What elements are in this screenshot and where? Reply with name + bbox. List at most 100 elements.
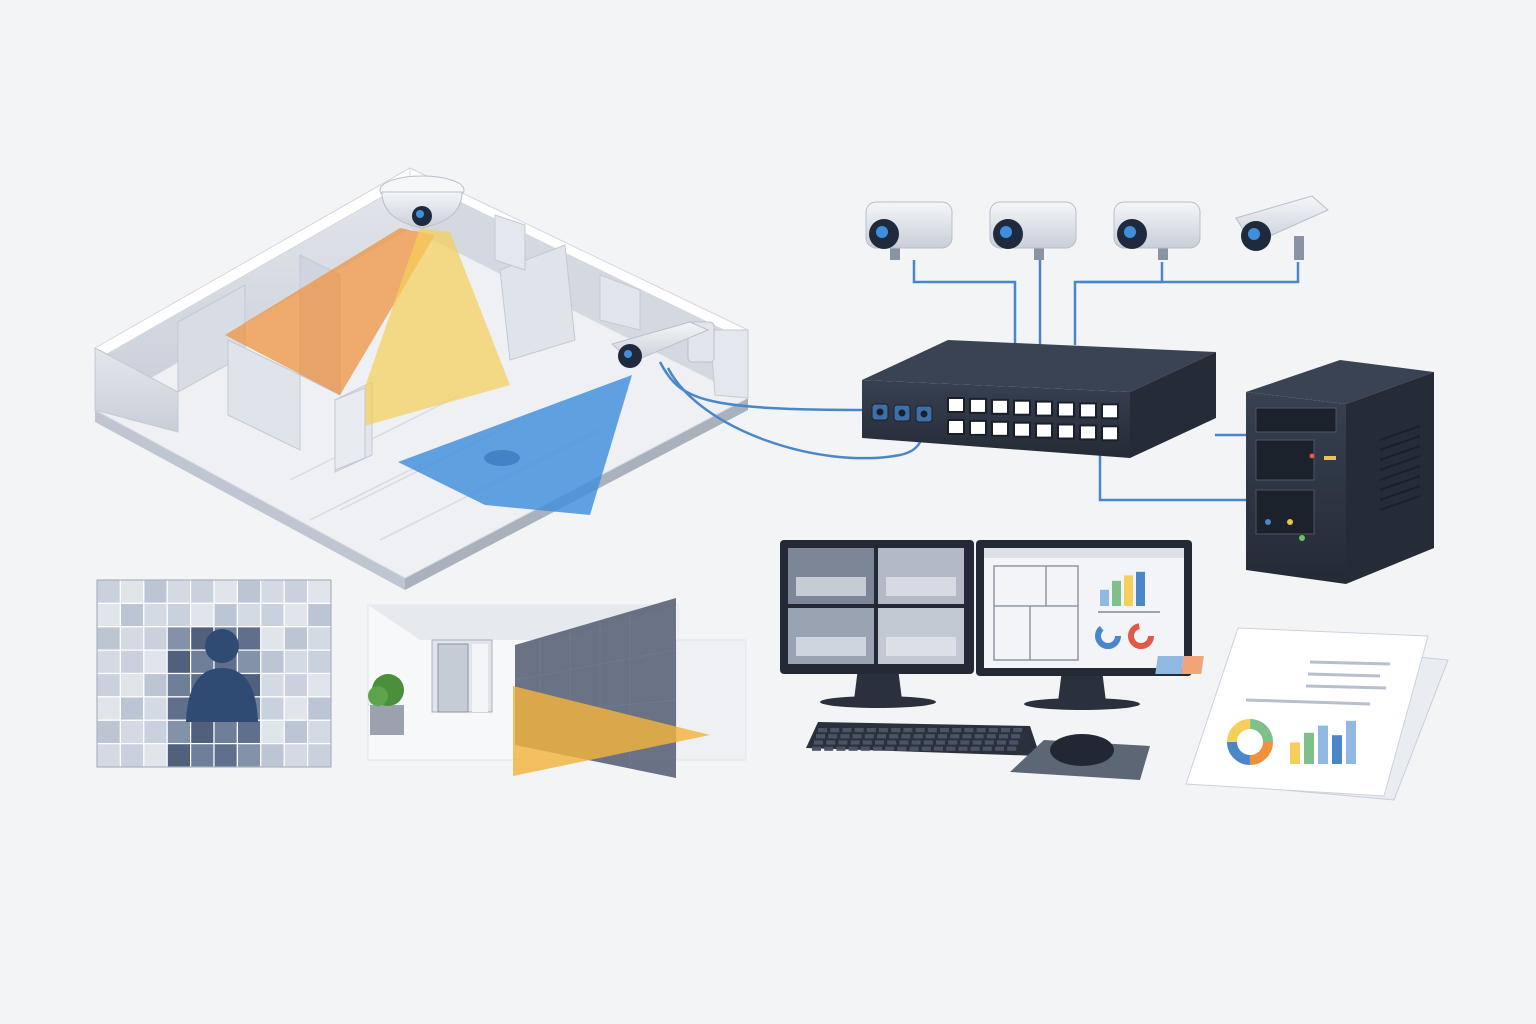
key [854,728,864,733]
mask-pixel [96,743,121,768]
switch-port [1057,423,1075,440]
monitor-base [1024,698,1140,710]
monitor-stand [1058,670,1106,702]
switch-port [1101,425,1119,442]
report-document-icon [1155,656,1391,706]
key [938,734,947,739]
cable-cam4 [1080,262,1300,284]
dashboard-titlebar [984,548,1184,558]
server-vent [1379,425,1421,511]
uplink-port-jack [920,410,928,418]
key [962,734,972,739]
key [875,740,884,745]
report-pie [1227,719,1273,765]
dashboard-pies [1095,623,1154,649]
mask-pixel [260,579,285,604]
key [970,746,980,751]
planter [370,705,404,735]
mask-pixel [213,743,238,768]
mask-pixel [96,579,121,604]
mask-pixel [143,602,168,628]
mask-pixel [96,602,121,628]
cable-cam3 [1073,262,1164,345]
mask-pixel [143,579,168,604]
mask-pixel [260,626,285,651]
key [946,746,956,751]
camera-1[interactable] [865,201,953,260]
mask-pixel [119,649,145,675]
network-switch[interactable] [862,0,1216,458]
left-monitor[interactable] [780,540,974,708]
key [1013,728,1023,733]
video-grid-icon [788,548,964,664]
switch-port [1079,424,1097,441]
key [972,740,982,745]
report-bar [1346,720,1356,764]
key [950,734,960,739]
key [903,728,913,733]
partition-5 [499,244,576,361]
bullet-lens-glint [624,350,632,358]
key [814,740,823,745]
mask-pixel [236,602,262,628]
mask-pixel [283,649,309,675]
right-monitor[interactable] [976,540,1192,710]
uplink-port-jack [876,408,884,416]
key [816,734,825,739]
report-pie-slice [1227,719,1273,765]
coverage-cone-blue [398,375,632,515]
report-bar [1332,735,1342,764]
switch-port [969,419,987,436]
camera-4[interactable] [1235,195,1329,260]
coverage-cone-yellow [350,228,510,430]
partition-8 [494,214,526,271]
switch-port [947,397,965,413]
mask-pixel [283,579,309,604]
mask-pixel [119,579,145,604]
mask-pixel [143,626,168,651]
mask-pixel [119,719,145,745]
partition-6 [599,274,641,331]
mask-pixel [236,743,262,768]
key [958,746,968,751]
report-document[interactable] [1155,627,1449,801]
mask-pixel [283,743,309,768]
mask-pixel [307,626,332,651]
server-tower[interactable] [1246,360,1434,584]
key [848,746,858,751]
cable-cam1 [912,260,1017,345]
camera-3[interactable] [1113,201,1201,260]
mask-pixel [96,719,121,745]
video-feed-scene [796,637,866,656]
server-led-red [1309,453,1315,459]
mask-pixel [143,649,168,675]
key [940,728,949,733]
mask-pixel [307,672,332,698]
mask-pixel [260,696,285,721]
wall-bullet-camera[interactable] [610,321,715,368]
key [824,746,834,751]
mask-pixel [307,719,332,745]
key [976,728,986,733]
key [997,740,1006,745]
key [899,740,909,745]
key [988,728,998,733]
report-bar [1304,732,1314,764]
keyboard[interactable] [806,722,1040,756]
key [889,734,899,739]
mask-pixel [119,602,145,628]
mask-pixel [307,602,332,628]
corridor-view [367,598,747,778]
dashboard-bar [1136,571,1145,606]
mask-pixel [166,649,192,675]
key [927,728,937,733]
camera-2[interactable] [989,201,1077,260]
key [925,734,935,739]
key [852,734,862,739]
report-bars [1290,720,1356,764]
mouse-icon[interactable] [1050,734,1114,766]
ceiling-dome-camera[interactable] [379,175,465,229]
report-bar [1318,725,1328,764]
doorway-coverage-icon [513,686,710,776]
